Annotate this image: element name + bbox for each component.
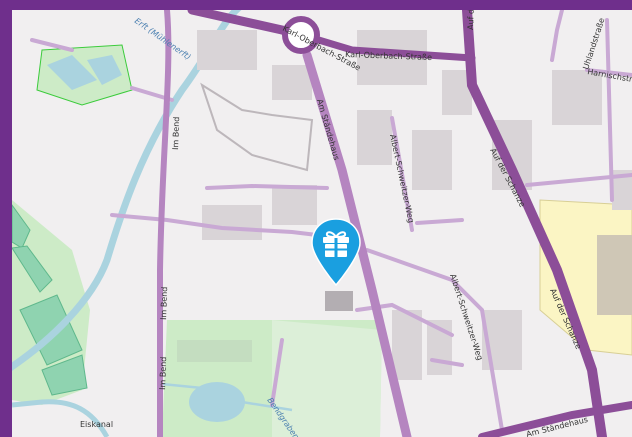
label-im-bend-1: Im Bend (171, 117, 181, 151)
label-auf-der-schanze-top: Auf d (466, 10, 476, 30)
map-canvas: Karl-Oberbach-Straße Karl-Oberbach-Straß… (12, 10, 632, 437)
label-karl-oberbach: Karl-Oberbach-Straße (345, 50, 432, 62)
label-am-staendehaus-1: Am Ständehaus (315, 98, 341, 161)
location-marker[interactable] (310, 217, 362, 287)
label-uhlanstrasse: Uhlandstraße (581, 17, 606, 71)
buildings (177, 30, 632, 380)
minor-roads (30, 18, 632, 432)
gift-icon (323, 231, 349, 257)
label-albert-2: Albert-Schweitzer-Weg (448, 273, 484, 362)
map-viewport[interactable]: Karl-Oberbach-Straße Karl-Oberbach-Straß… (12, 10, 632, 437)
major-roads (157, 10, 632, 437)
label-erft: Erft (Mühlenerft) (133, 16, 193, 62)
label-albert-1: Albert-Schweitzer-Weg (388, 134, 416, 224)
label-im-bend-3: Im Bend (158, 357, 168, 391)
roundabout (282, 16, 320, 54)
label-im-bend-2: Im Bend (159, 287, 169, 321)
parking-lot (200, 82, 314, 172)
label-eiskanal: Eiskanal (80, 420, 113, 429)
